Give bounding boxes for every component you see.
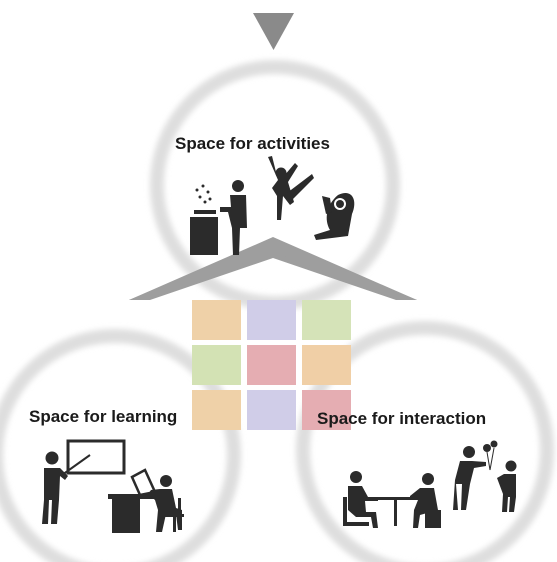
ring-interaction bbox=[296, 321, 554, 562]
standing-pair-with-balloons-icon bbox=[453, 440, 517, 512]
grid-cell bbox=[247, 345, 296, 385]
grid-cell bbox=[192, 390, 241, 430]
grid-cell bbox=[247, 390, 296, 430]
house-roof-fill bbox=[129, 237, 417, 300]
grid-cell bbox=[302, 345, 351, 385]
down-triangle-icon bbox=[253, 13, 294, 50]
seated-pair-icon bbox=[343, 471, 441, 528]
student-at-desk-icon bbox=[108, 468, 184, 533]
label-activities: Space for activities bbox=[175, 134, 330, 153]
grid-cell bbox=[192, 300, 241, 340]
teacher-at-board-icon bbox=[42, 439, 126, 524]
label-learning: Space for learning bbox=[29, 407, 178, 426]
cooking-person-icon bbox=[190, 180, 247, 255]
label-interaction: Space for interaction bbox=[317, 409, 487, 428]
grid-cell bbox=[192, 345, 241, 385]
grid-cell bbox=[302, 390, 351, 430]
color-grid bbox=[192, 300, 351, 430]
dancing-person-icon bbox=[268, 156, 314, 220]
grid-cell bbox=[302, 300, 351, 340]
grid-cell bbox=[247, 300, 296, 340]
ring-learning bbox=[0, 329, 241, 562]
yoga-person-icon bbox=[314, 192, 355, 240]
